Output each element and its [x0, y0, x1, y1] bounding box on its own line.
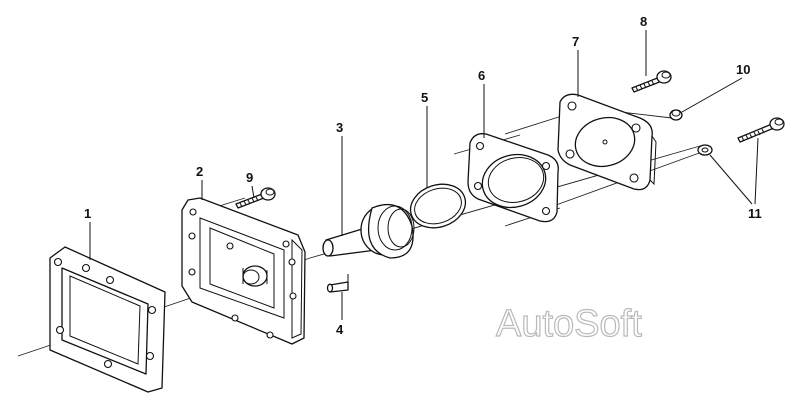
callout-3: 3	[336, 120, 343, 135]
part-10-plug	[669, 109, 683, 121]
callout-7: 7	[572, 34, 579, 49]
callout-6: 6	[478, 68, 485, 83]
callout-1: 1	[84, 206, 91, 221]
part-9-bolt	[235, 187, 276, 209]
callout-8: 8	[640, 14, 647, 29]
callout-11: 11	[748, 206, 762, 221]
part-7-end-cap	[557, 93, 657, 191]
part-6-plate-gasket	[467, 133, 559, 223]
part-5-o-ring	[409, 183, 467, 229]
callout-4: 4	[336, 322, 344, 337]
part-8-bolt	[631, 70, 672, 93]
part-11-washer-and-bolt	[697, 117, 785, 156]
part-1-gasket	[49, 246, 166, 393]
watermark-text: AutoSoft	[496, 303, 642, 345]
part-2-cover-housing	[181, 197, 306, 345]
callout-leaders	[89, 30, 759, 320]
callout-5: 5	[421, 90, 428, 105]
part-4-pin	[326, 274, 349, 293]
part-3-piston	[322, 203, 415, 259]
callout-2: 2	[196, 164, 203, 179]
callout-labels: 1 2 9 3 4 5 6 7 8 10 11	[84, 14, 762, 337]
callout-10: 10	[736, 62, 750, 77]
callout-9: 9	[246, 170, 253, 185]
